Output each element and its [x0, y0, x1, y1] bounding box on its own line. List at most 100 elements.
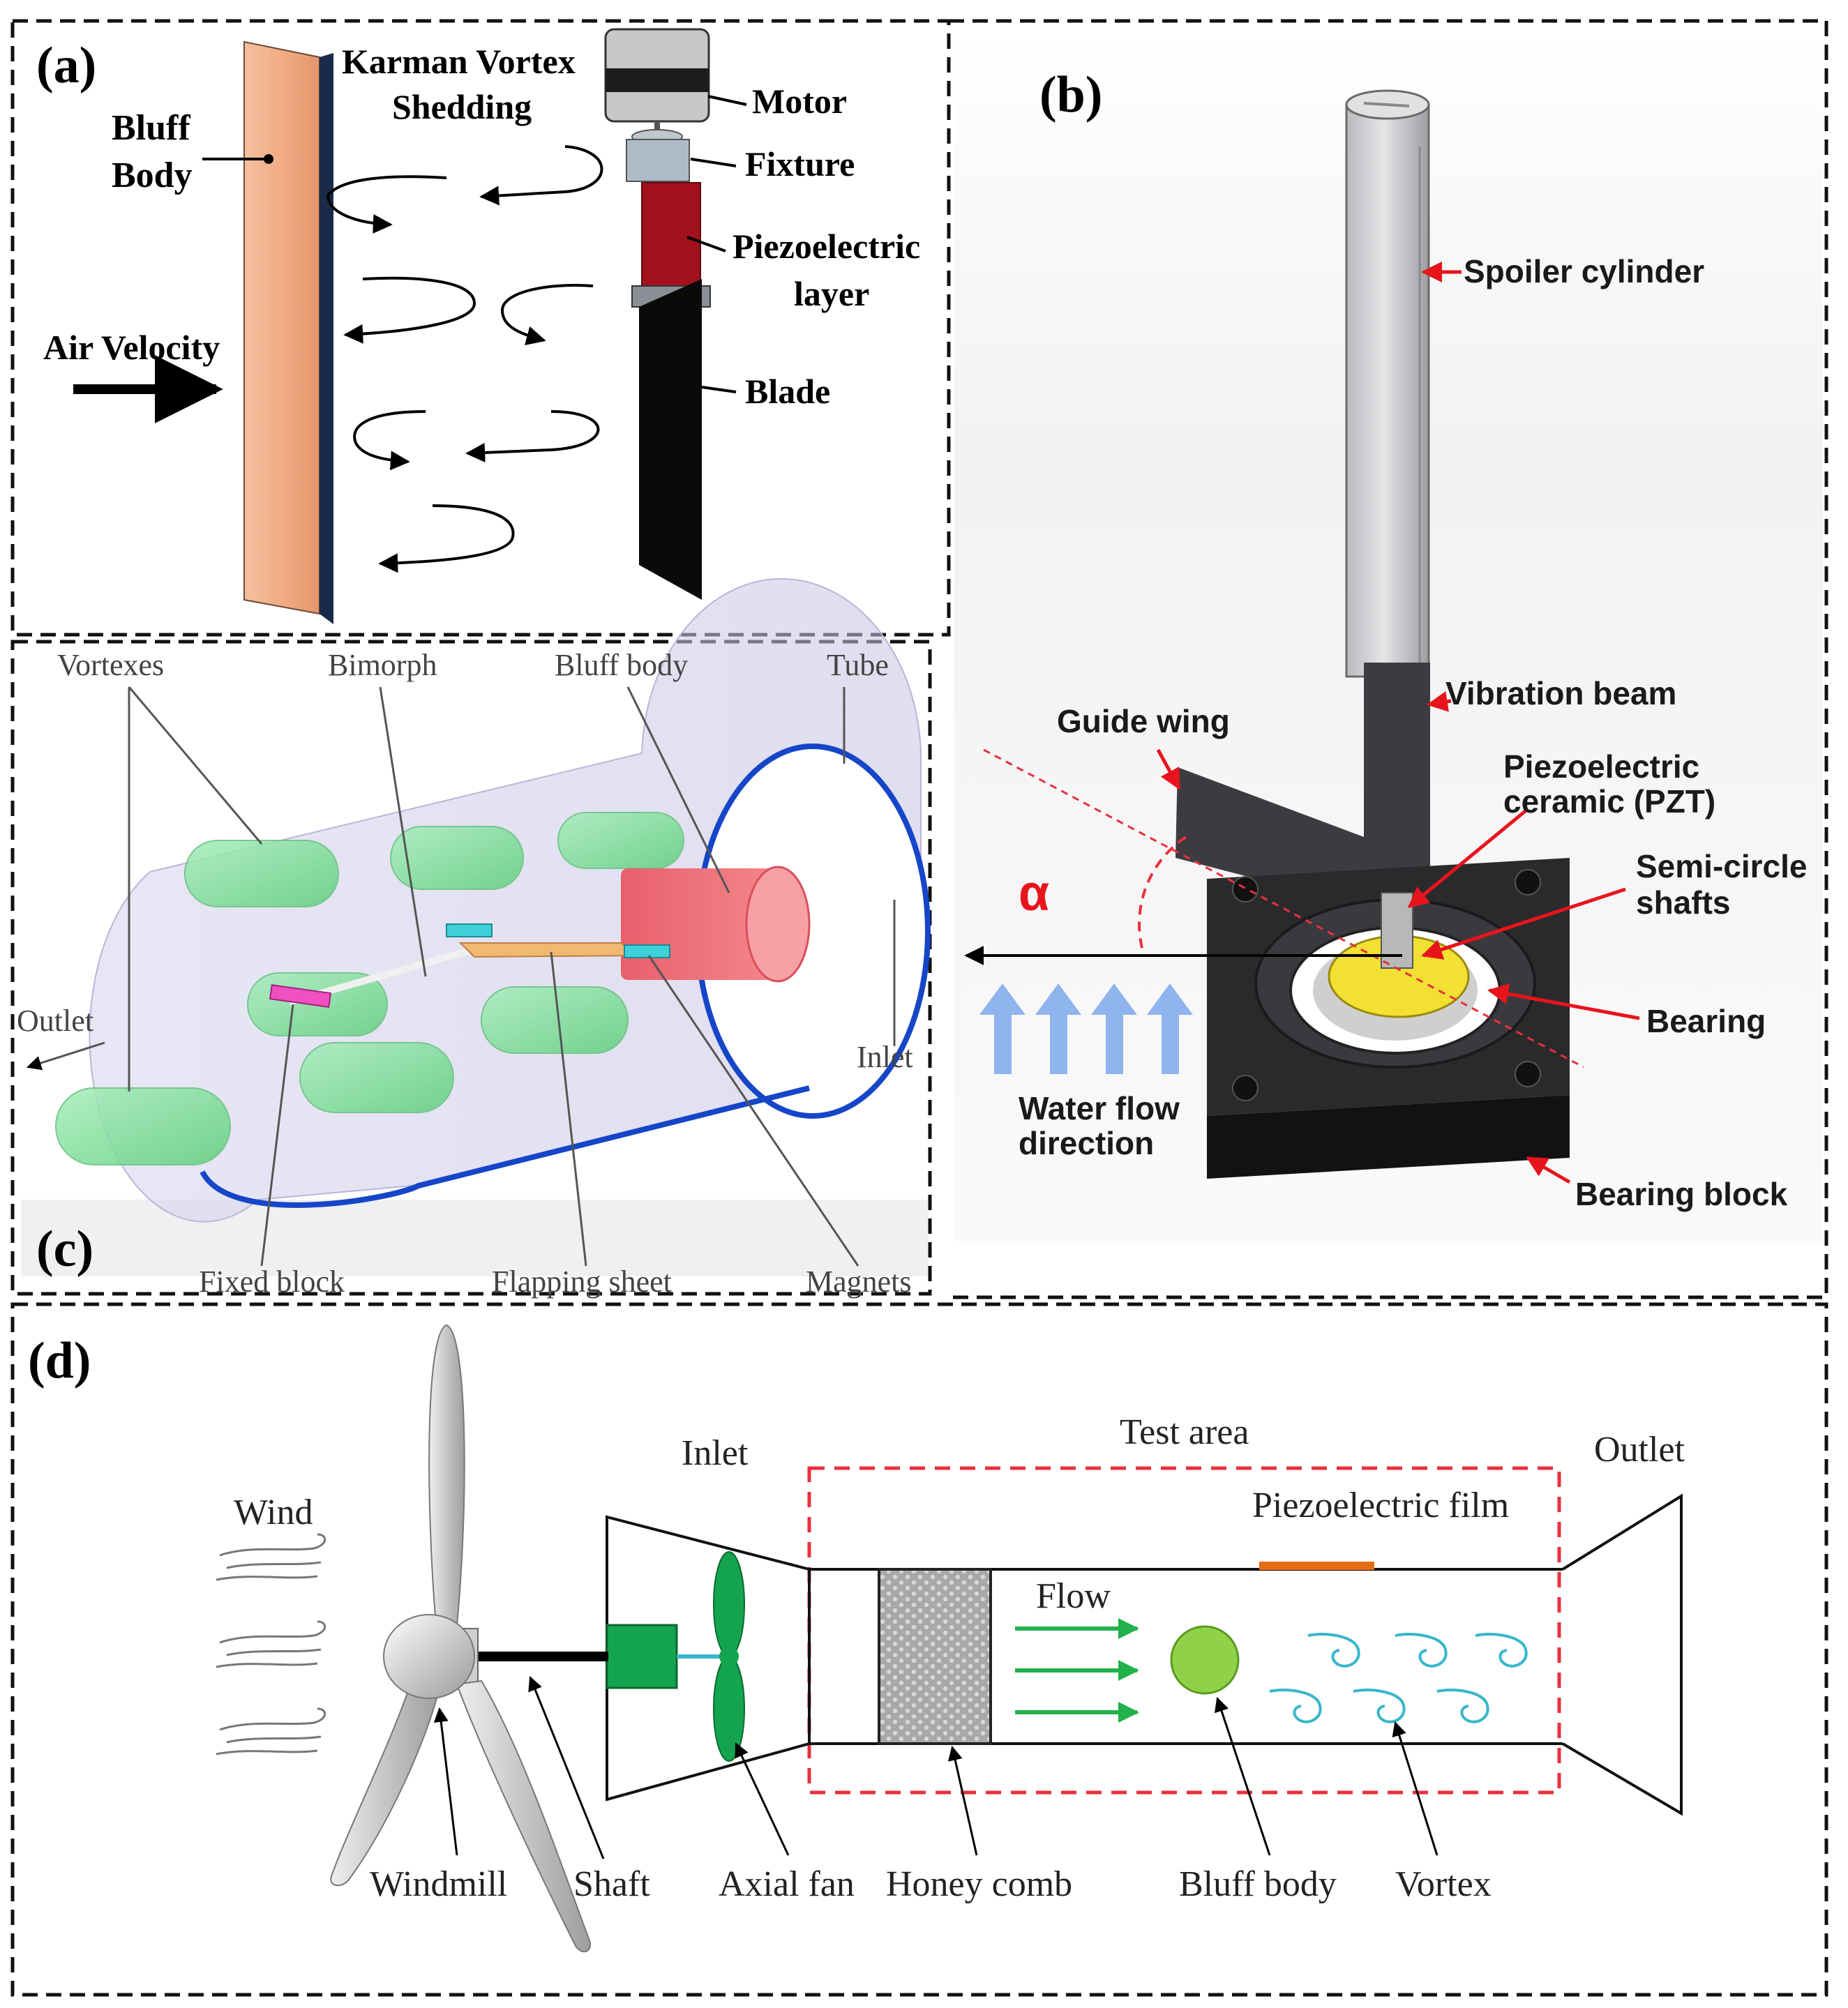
- vortex-arrow: [378, 504, 515, 573]
- label-magnets: Magnets: [806, 1265, 912, 1299]
- label-motor: Motor: [752, 82, 847, 121]
- panel-c: Vortexes Bimorph Bluff body Tube Outlet …: [17, 578, 931, 1299]
- tube-bottom-edge: [200, 1085, 810, 1208]
- label-karman: Karman Vortex: [342, 42, 576, 81]
- label-tube: Tube: [827, 648, 889, 682]
- leader: [1215, 1697, 1271, 1856]
- label-semi-circle-1: Semi-circle: [1636, 848, 1807, 884]
- vortex-spiral: [1436, 1689, 1489, 1723]
- panel-d-tag: (d): [28, 1332, 91, 1389]
- vortex-arrow: [500, 284, 594, 346]
- label-flapping-sheet: Flapping sheet: [492, 1265, 672, 1299]
- bluff-body-edge: [320, 53, 333, 624]
- label-semi-circle-2: shafts: [1636, 884, 1730, 921]
- label-blade: Blade: [745, 372, 830, 411]
- leader: [379, 686, 427, 977]
- label-bluff-body-d: Bluff body: [1179, 1864, 1337, 1904]
- vortex-spiral: [1395, 1633, 1448, 1668]
- panel-b-tag: (b): [1039, 66, 1102, 123]
- label-piezo-ceramic-2: ceramic (PZT): [1503, 783, 1715, 820]
- label-inlet-c: Inlet: [857, 1040, 913, 1074]
- windmill: [330, 1324, 591, 1953]
- label-test-area: Test area: [1120, 1412, 1249, 1452]
- flapping-sheet: [458, 942, 641, 958]
- vortex-cylinder: [299, 1042, 454, 1113]
- vortex-cylinders: [55, 812, 684, 1165]
- label-bluff-body-c: Bluff body: [555, 648, 688, 682]
- vortex-spiral: [1353, 1689, 1406, 1723]
- label-air-velocity: Air Velocity: [43, 328, 220, 367]
- vortex-cylinder: [481, 986, 629, 1054]
- vortex-arrow: [465, 410, 600, 462]
- label-vibration-beam: Vibration beam: [1445, 675, 1676, 711]
- label-honey-comb: Honey comb: [886, 1864, 1072, 1904]
- fan-blade: [713, 1551, 745, 1657]
- outlet-diffuser: [1561, 1493, 1683, 1816]
- vortex-arrow: [343, 276, 476, 344]
- label-spoiler-cylinder: Spoiler cylinder: [1464, 253, 1704, 289]
- frame-d: [10, 1302, 1828, 1997]
- label-vortexes: Vortexes: [57, 648, 164, 682]
- leader: [433, 1707, 458, 1856]
- guide-wing: [1175, 767, 1364, 907]
- panel-b: (b) Spoiler cylinder Vibration beam Guid…: [954, 28, 1823, 1241]
- label-body: Body: [112, 156, 193, 195]
- leader: [550, 951, 587, 1267]
- vortex-spirals: [1269, 1633, 1528, 1723]
- label-vortex: Vortex: [1395, 1864, 1492, 1904]
- panel-frames: [10, 19, 1828, 1997]
- leader-dot: [264, 154, 273, 164]
- vortex-arrow: [479, 145, 603, 206]
- label-piezo-film: Piezoelectric film: [1252, 1486, 1509, 1525]
- label-wind: Wind: [234, 1493, 313, 1532]
- pzt-leader: [1407, 808, 1529, 908]
- vortex-cylinder: [557, 812, 684, 869]
- label-outlet-d: Outlet: [1594, 1430, 1685, 1470]
- panel-c-leaders: [26, 686, 896, 1267]
- spoiler-cylinder: [1345, 103, 1430, 678]
- label-bearing-block: Bearing block: [1575, 1176, 1788, 1212]
- leader: [626, 686, 730, 893]
- label-guide-wing: Guide wing: [1057, 703, 1230, 739]
- blade-leader: [701, 386, 737, 393]
- floor-shadow: [21, 1200, 928, 1276]
- leader: [128, 686, 263, 845]
- panel-c-tag: (c): [36, 1221, 93, 1278]
- fan-motor-box: [606, 1624, 678, 1689]
- panel-a: (a) Bluff Body Air Velocity Karman Vorte…: [36, 28, 920, 624]
- vortex-cylinder: [55, 1087, 231, 1165]
- leader: [947, 1745, 978, 1856]
- windmill-blade: [428, 1324, 465, 1626]
- panel-d: (d) Test area Inlet Outlet Piezoelectric…: [28, 1324, 1685, 1953]
- label-bimorph: Bimorph: [328, 648, 437, 682]
- fixed-block: [269, 984, 332, 1009]
- piezoelectric-film: [1259, 1562, 1374, 1570]
- label-piezo-2: layer: [794, 274, 869, 313]
- bearing-block: [1207, 858, 1570, 1179]
- fan-hub: [719, 1647, 739, 1666]
- label-flow: Flow: [1036, 1576, 1111, 1616]
- label-outlet-c: Outlet: [17, 1004, 93, 1038]
- label-alpha: α: [1019, 866, 1049, 921]
- bearing-block-leader: [1526, 1156, 1571, 1184]
- leader: [528, 1676, 605, 1859]
- bearing-leader: [1487, 983, 1640, 1020]
- bluff-body-face: [745, 866, 811, 983]
- label-piezo-ceramic-1: Piezoelectric: [1503, 748, 1699, 785]
- label-windmill: Windmill: [370, 1864, 507, 1904]
- vortex-cylinder: [390, 826, 524, 890]
- angle-arc: [1138, 836, 1187, 956]
- water-flow-arrows: [979, 983, 1193, 1074]
- label-shaft: Shaft: [573, 1864, 650, 1904]
- leader: [647, 955, 859, 1267]
- vortex-spiral: [1475, 1633, 1528, 1668]
- label-fixed-block: Fixed block: [199, 1265, 345, 1299]
- vortex-arrow: [326, 175, 447, 234]
- label-inlet-d: Inlet: [682, 1433, 749, 1473]
- frame-b: [949, 19, 1828, 1299]
- label-bluff: Bluff: [112, 108, 190, 148]
- label-water-flow-2: direction: [1019, 1125, 1154, 1161]
- magnet: [624, 944, 670, 958]
